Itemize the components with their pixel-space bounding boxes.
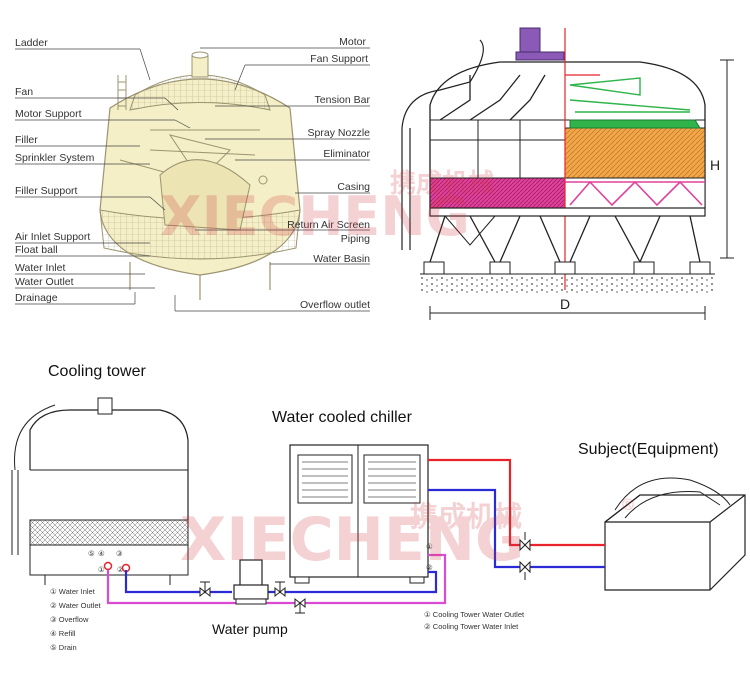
label-sprinkler-system: Sprinkler System <box>15 152 95 164</box>
label-motor-support: Motor Support <box>15 108 82 120</box>
exploded-left-labels: Ladder Fan Motor Support Filler Sprinkle… <box>15 37 191 305</box>
watermark-cn-top: 携成机械 <box>390 168 494 199</box>
port-five-mark: ⑤ <box>88 549 95 558</box>
cooling-tower-title: Cooling tower <box>48 363 147 380</box>
port-two-mark: ② <box>117 565 124 574</box>
label-air-inlet-support: Air Inlet Support <box>15 231 90 243</box>
chiller-legend-1: ① Cooling Tower Water Outlet <box>424 610 525 619</box>
port-one-mark: ① <box>98 565 105 574</box>
label-drainage: Drainage <box>15 292 58 304</box>
port-three-mark: ③ <box>116 549 123 558</box>
exploded-right-labels: Motor Fan Support Tension Bar Spray Nozz… <box>174 36 371 312</box>
valves <box>199 532 531 614</box>
cold-water-line <box>428 488 605 569</box>
chiller-title: Water cooled chiller <box>272 409 413 426</box>
watermark-brand-bottom: XIECHENG <box>180 505 524 575</box>
label-ladder: Ladder <box>15 37 48 49</box>
label-spray-nozzle: Spray Nozzle <box>308 127 371 139</box>
exploded-view <box>99 51 301 300</box>
tower-legend: ① Water Inlet ② Water Outlet ③ Overflow … <box>50 587 102 652</box>
system-motor <box>97 397 113 415</box>
hot-water-line <box>428 458 605 547</box>
label-motor: Motor <box>339 36 366 48</box>
label-water-basin: Water Basin <box>313 253 370 265</box>
watermark: XIECHENG 携成机械 XIECHENG 携成机械 ® <box>160 168 636 575</box>
tower-supply-line <box>124 570 232 594</box>
height-dimension-label: H <box>710 157 720 173</box>
tower-legend-5: ⑤ Drain <box>50 643 77 652</box>
system-air-inlet <box>29 519 189 546</box>
label-filler-support: Filler Support <box>15 185 78 197</box>
air-inlet-hatch <box>429 177 566 209</box>
tower-return-line <box>106 553 447 605</box>
watermark-registered: ® <box>620 495 636 514</box>
label-filler: Filler <box>15 134 38 146</box>
chiller-legend-2: ② Cooling Tower Water Inlet <box>424 622 519 631</box>
section-motor <box>519 27 541 55</box>
filler-block <box>564 127 706 179</box>
label-water-inlet: Water Inlet <box>15 262 65 274</box>
water-pump-label: Water pump <box>212 621 288 637</box>
diameter-dimension-label: D <box>560 296 570 312</box>
chiller-port-two: ② <box>426 563 433 572</box>
tower-legend-3: ③ Overflow <box>50 615 89 624</box>
watermark-cn-bottom: 携成机械 <box>410 500 522 533</box>
tower-legend-2: ② Water Outlet <box>50 601 102 610</box>
chiller-port-one: ① <box>426 542 433 551</box>
port-four-mark: ④ <box>98 549 105 558</box>
label-casing: Casing <box>337 181 370 193</box>
system-equipment <box>604 477 746 591</box>
water-pump <box>233 559 269 605</box>
fan-guard-grid <box>129 74 271 111</box>
tower-legend-4: ④ Refill <box>50 629 76 638</box>
tower-legend-1: ① Water Inlet <box>50 587 96 596</box>
watermark-brand-top: XIECHENG <box>160 185 470 248</box>
label-eliminator: Eliminator <box>323 148 370 160</box>
ground <box>420 274 715 294</box>
chiller-legend: ① Cooling Tower Water Outlet ② Cooling T… <box>424 610 525 631</box>
equipment-title: Subject(Equipment) <box>578 441 719 458</box>
label-piping: Piping <box>341 233 370 245</box>
label-float-ball: Float ball <box>15 244 58 256</box>
eliminator-green <box>569 119 701 129</box>
label-overflow-outlet: Overflow outlet <box>300 299 370 311</box>
label-tension-bar: Tension Bar <box>315 94 371 106</box>
label-return-air-screen: Return Air Screen <box>287 219 370 231</box>
system-chiller: ① ② <box>289 444 433 584</box>
label-fan: Fan <box>15 86 33 98</box>
system-cooling-tower: ⑤ ④ ③ ① ② <box>11 397 189 585</box>
pipes <box>106 458 605 605</box>
label-water-outlet: Water Outlet <box>15 276 74 288</box>
section-view: H D <box>401 27 734 320</box>
label-fan-support: Fan Support <box>310 53 368 65</box>
